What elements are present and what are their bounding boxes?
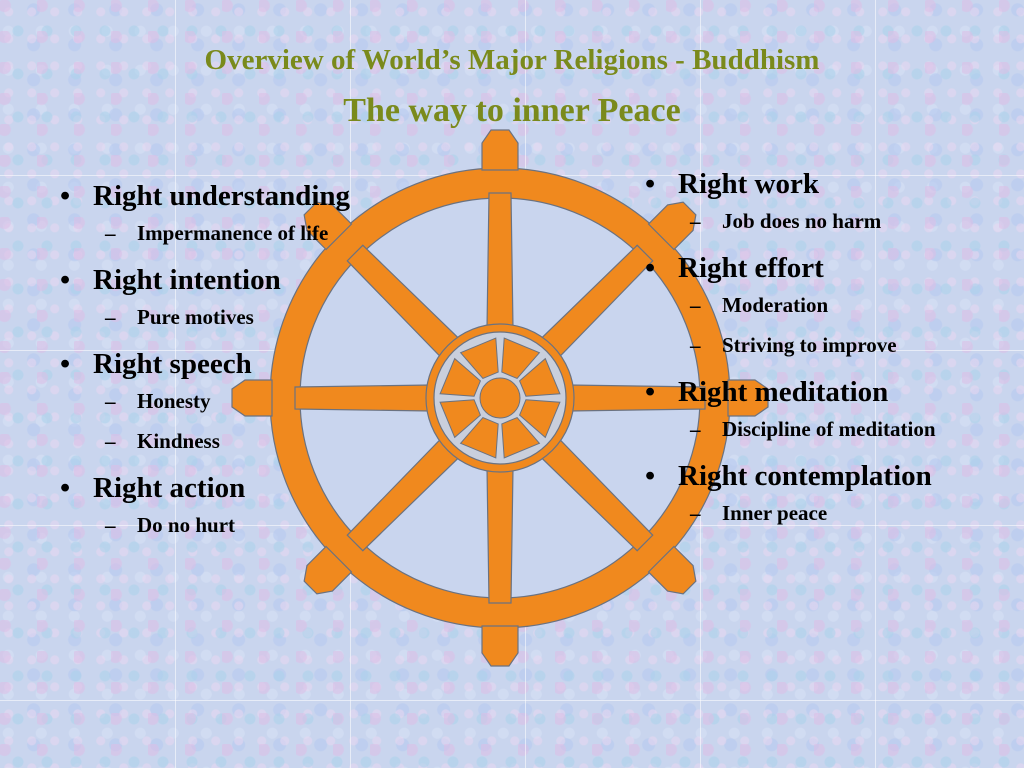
bullet-right-effort: Right effort Moderation Striving to impr… — [645, 250, 1005, 358]
sub-bullet: Striving to improve — [678, 332, 1005, 358]
bullet-label: Right understanding — [93, 180, 351, 212]
bullet-right-contemplation: Right contemplation Inner peace — [645, 458, 1005, 526]
bullet-right-work: Right work Job does no harm — [645, 166, 1005, 234]
bullet-right-speech: Right speech Honesty Kindness — [60, 346, 440, 454]
bullet-label: Right intention — [93, 264, 281, 296]
bullet-label: Right effort — [678, 252, 824, 284]
slide-title: Overview of World’s Major Religions - Bu… — [204, 44, 820, 76]
bullet-label: Right contemplation — [678, 460, 932, 492]
sub-bullet: Moderation — [678, 292, 1005, 318]
bullet-label: Right speech — [93, 348, 252, 380]
sub-bullet: Job does no harm — [678, 208, 1005, 234]
left-bullet-list: Right understanding Impermanence of life… — [60, 178, 440, 554]
bullet-label: Right action — [93, 472, 246, 504]
bullet-right-understanding: Right understanding Impermanence of life — [60, 178, 440, 246]
bullet-right-intention: Right intention Pure motives — [60, 262, 440, 330]
sub-bullet: Discipline of meditation — [678, 416, 1005, 442]
sub-bullet: Do no hurt — [93, 512, 440, 538]
bullet-right-action: Right action Do no hurt — [60, 470, 440, 538]
sub-bullet: Pure motives — [93, 304, 440, 330]
sub-bullet: Impermanence of life — [93, 220, 440, 246]
sub-bullet: Honesty — [93, 388, 440, 414]
bullet-right-meditation: Right meditation Discipline of meditatio… — [645, 374, 1005, 442]
right-bullet-list: Right work Job does no harm Right effort… — [645, 166, 1005, 542]
slide-subtitle: The way to inner Peace — [343, 92, 681, 129]
bullet-label: Right meditation — [678, 376, 889, 408]
bullet-label: Right work — [678, 168, 819, 200]
sub-bullet: Kindness — [93, 428, 440, 454]
sub-bullet: Inner peace — [678, 500, 1005, 526]
